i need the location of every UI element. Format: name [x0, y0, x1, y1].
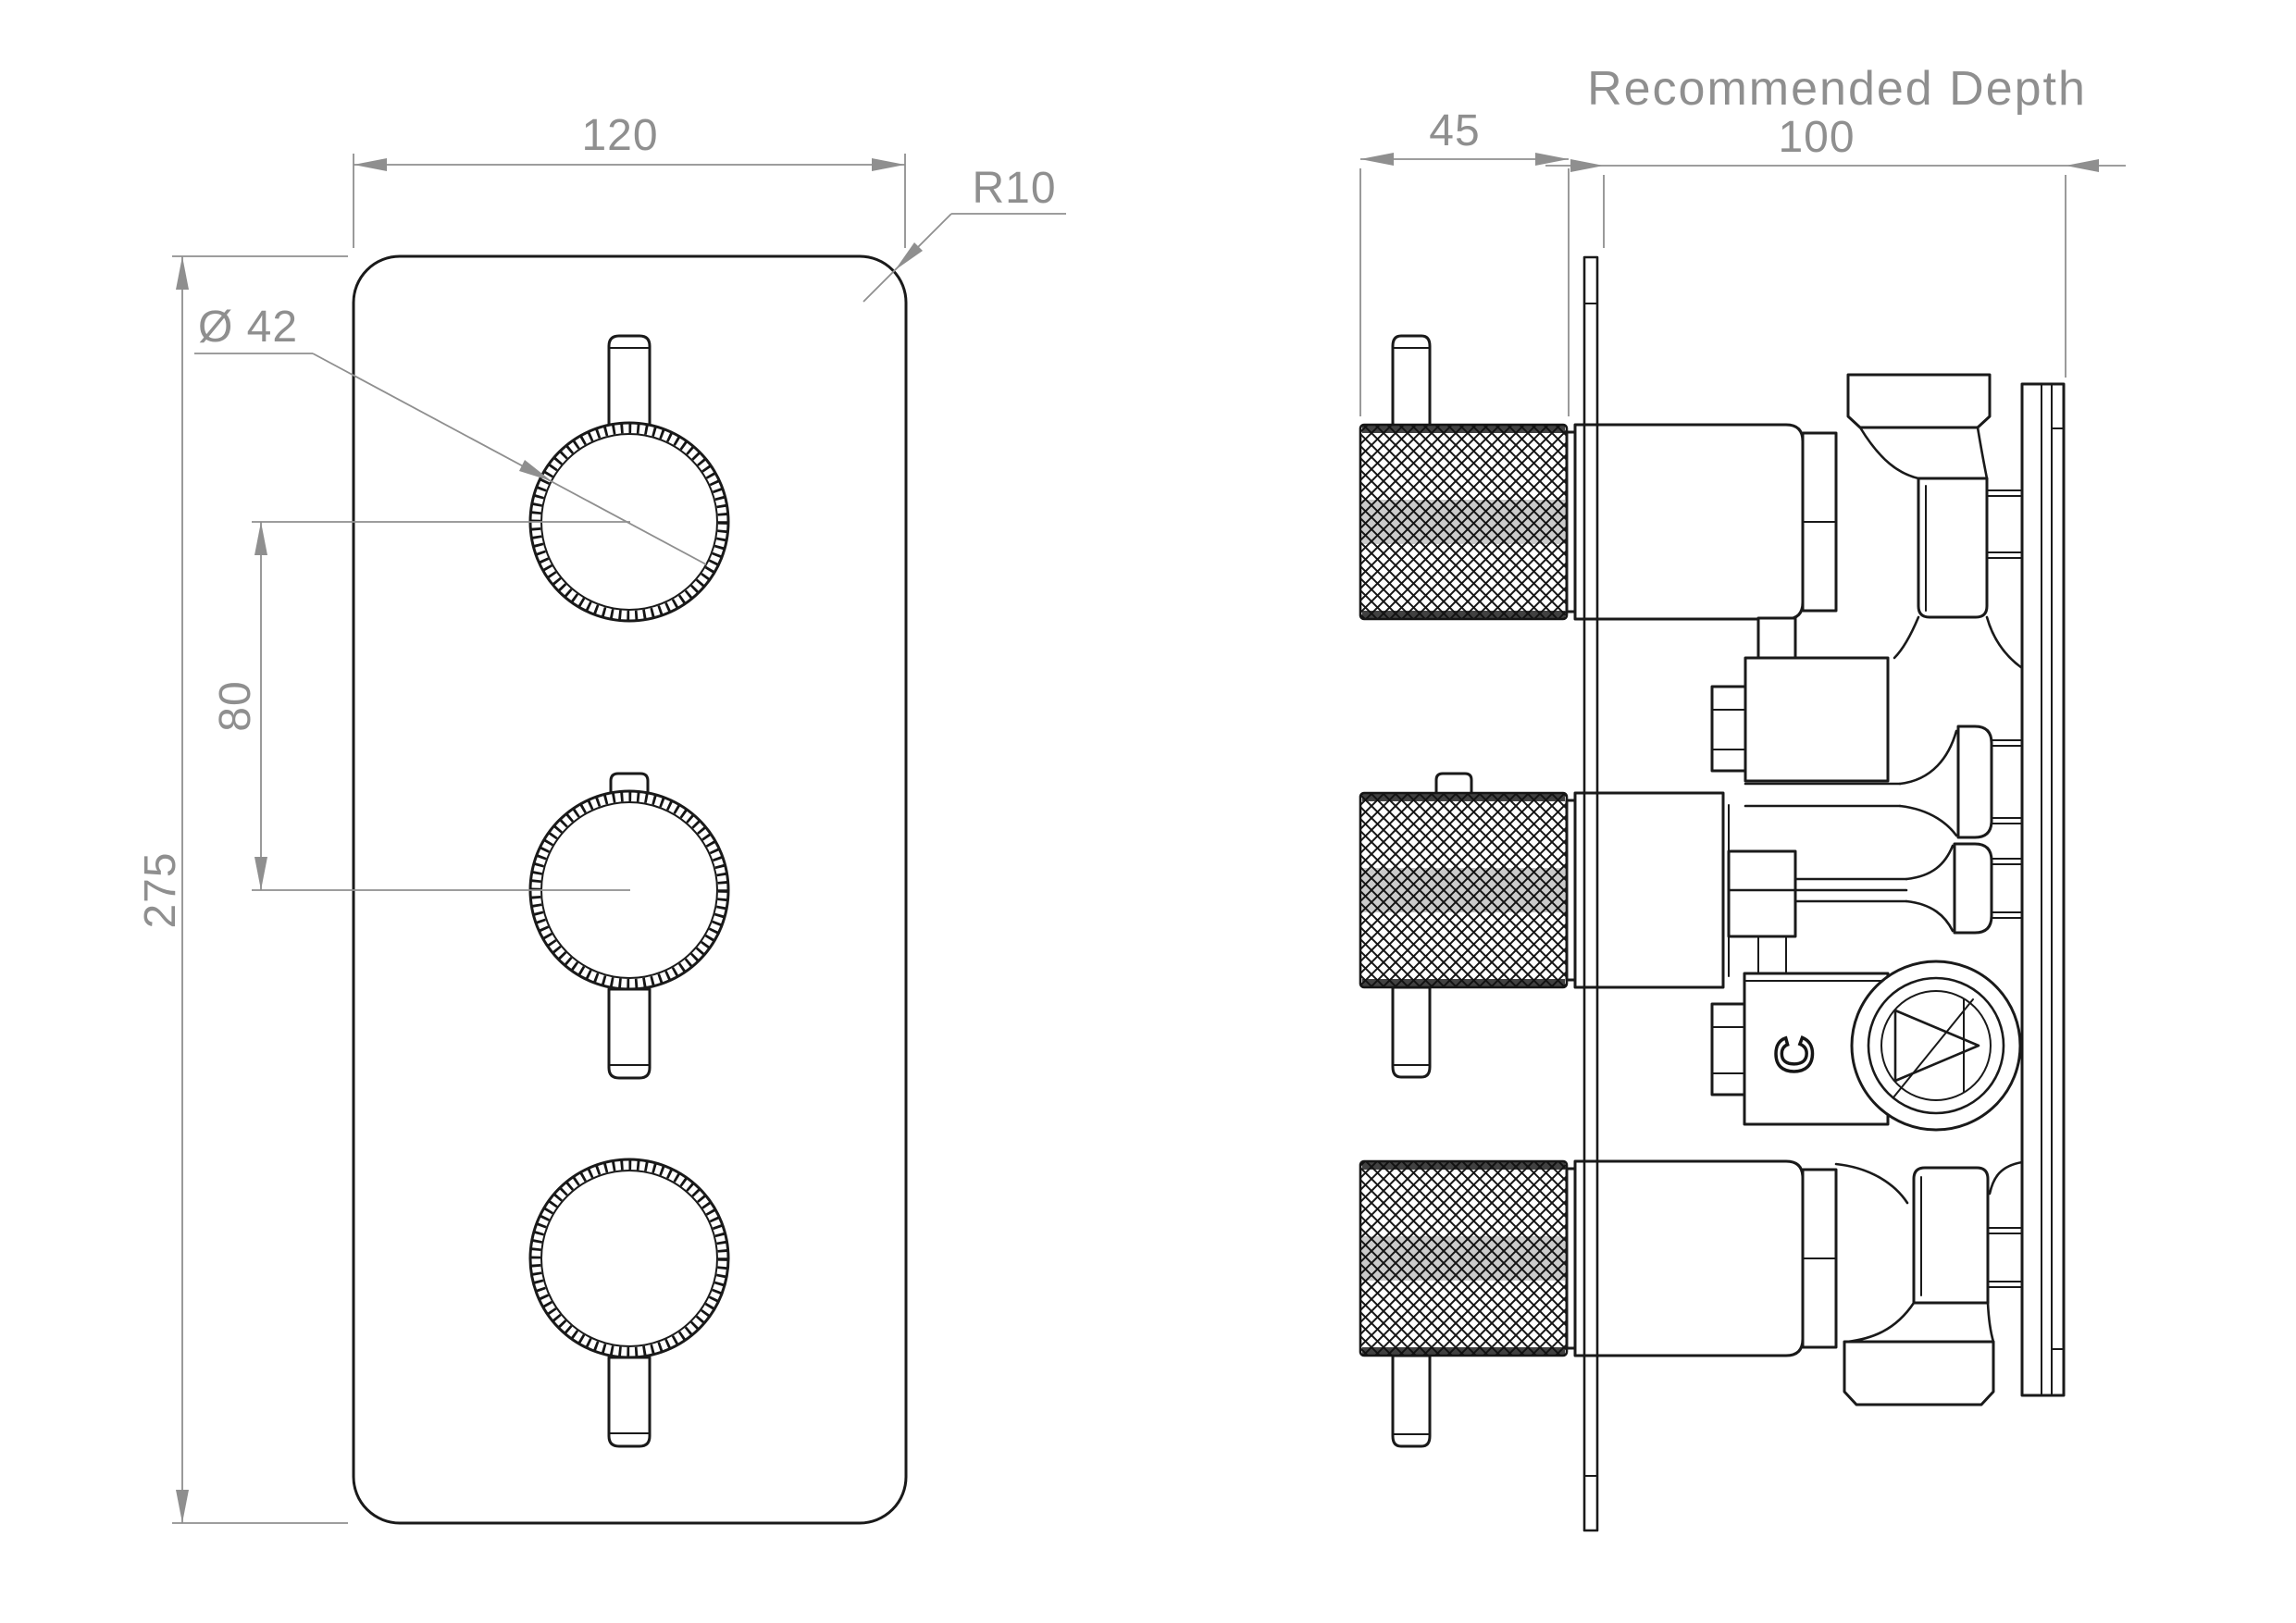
handle-projection-label: 45 — [1429, 106, 1480, 155]
dim-width: 120 — [353, 111, 906, 248]
bottom-port-block — [1843, 1340, 1995, 1406]
bottom-knob-lever — [607, 1356, 652, 1448]
side-view-title: Recommended Depth — [1587, 62, 2087, 116]
knurl-ring — [531, 792, 727, 988]
bottom-cartridge-housing — [1573, 1159, 1805, 1357]
front-knob-bottom — [528, 1158, 730, 1359]
top-knob-lever — [607, 334, 652, 427]
wall-plate — [1582, 255, 1599, 1532]
middle-cartridge-back — [1727, 849, 1797, 938]
side-middle-button — [1434, 772, 1473, 796]
recommended-depth-label: 100 — [1778, 113, 1855, 162]
valve-body-marking: C — [1765, 1036, 1823, 1073]
top-cartridge-housing — [1573, 423, 1805, 621]
diverter-boss — [1850, 960, 2022, 1132]
knob-spacing-label: 80 — [211, 680, 260, 731]
hex-plug-upper — [1710, 685, 1747, 773]
hex-plug-lower — [1710, 1002, 1746, 1096]
knurl-ring — [531, 424, 727, 620]
dim-knob-spacing: 80 — [211, 521, 630, 891]
top-port-block — [1846, 373, 1992, 429]
width-label: 120 — [581, 111, 658, 160]
dim-knob-diameter: Ø 42 — [194, 303, 707, 565]
manifold-tab — [1756, 616, 1797, 660]
dim-recommended-depth: 100 — [1545, 113, 2126, 378]
side-knob-top — [1359, 423, 1577, 621]
diverter-triangle — [1893, 1009, 1980, 1083]
dim-corner-radius: R10 — [863, 164, 1066, 303]
knob-diameter-label: Ø 42 — [198, 303, 298, 352]
height-label: 275 — [136, 851, 185, 928]
dim-handle-projection: 45 — [1359, 106, 1570, 416]
corner-radius-label: R10 — [972, 164, 1056, 213]
middle-knob-button — [609, 772, 650, 795]
front-levers — [607, 334, 652, 1448]
dimensions: 120 275 80 Ø 42 — [136, 62, 2126, 1524]
side-middle-lever — [1391, 985, 1432, 1079]
side-view: C — [1359, 255, 2066, 1532]
middle-knob-lever — [607, 987, 652, 1080]
side-top-lever — [1391, 334, 1432, 427]
bottom-port-tube — [1912, 1166, 1990, 1305]
side-port-upper — [1956, 725, 1993, 839]
side-knob-middle — [1359, 791, 1577, 989]
side-knob-bottom — [1359, 1159, 1577, 1357]
manifold-block — [1744, 656, 1890, 783]
knurl-ring — [531, 1160, 727, 1357]
top-port-tube — [1917, 477, 1989, 619]
dim-height: 275 — [136, 255, 348, 1524]
mounting-rail — [2020, 382, 2066, 1397]
middle-cartridge-housing — [1573, 791, 1725, 989]
side-port-lower — [1953, 842, 1993, 935]
side-bottom-lever — [1391, 1354, 1432, 1448]
